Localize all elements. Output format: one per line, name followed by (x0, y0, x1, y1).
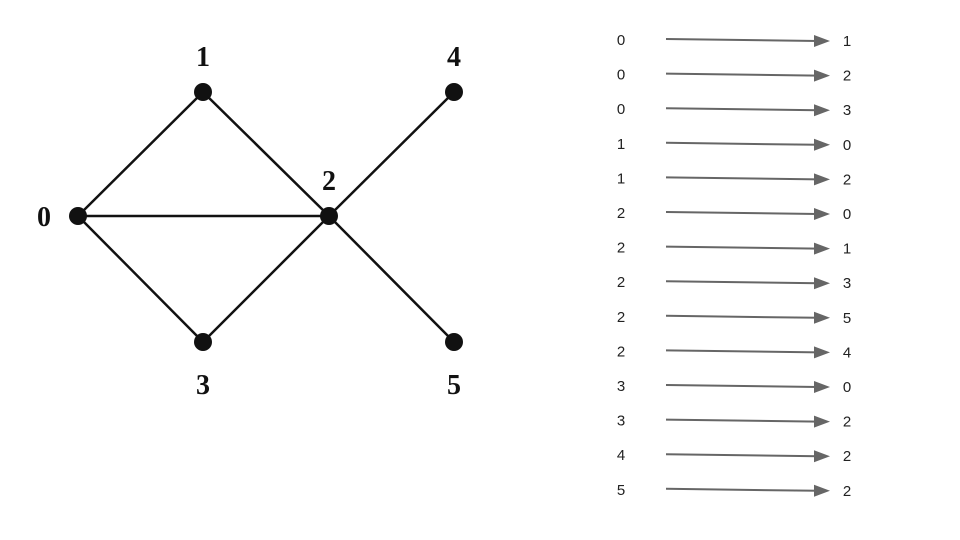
edge-list-arrow-line (665, 280, 819, 285)
edge-list-arrow-line (665, 141, 819, 146)
graph-nodes (69, 83, 463, 351)
edge-list-to: 1 (843, 241, 851, 258)
edge-list-from: 4 (617, 447, 625, 464)
edge-list-to: 2 (843, 68, 851, 85)
edge-list-arrow-head (814, 208, 830, 220)
edge-list-arrow-head (814, 69, 830, 82)
edge-list-from: 5 (617, 482, 625, 499)
graph-edge-2-3 (202, 215, 330, 343)
edge-list-to: 5 (843, 310, 851, 327)
edge-list-arrow-head (814, 104, 830, 117)
edge-list-arrow-line (665, 487, 819, 492)
graph-node-4 (445, 83, 463, 101)
edge-list-arrow-head (814, 415, 830, 428)
edge-list-to: 3 (843, 275, 851, 292)
edge-list-arrow-line (665, 38, 819, 42)
edge-list-from: 0 (617, 101, 625, 118)
edge-list-from: 2 (617, 240, 625, 257)
graph-edges (77, 91, 455, 343)
graph-node-0 (69, 207, 87, 225)
edge-list-from: 3 (617, 378, 625, 395)
edge-list-arrow-head (814, 311, 830, 324)
graph-edge-2-5 (328, 215, 455, 343)
graph-node-1 (194, 83, 212, 101)
edge-list-to: 2 (843, 448, 851, 465)
graph-edge-0-3 (77, 215, 204, 343)
edge-list-to: 1 (843, 33, 851, 50)
graph-node-label-1: 1 (196, 42, 210, 73)
edge-list-to: 2 (843, 171, 851, 188)
edge-list-from: 1 (617, 170, 625, 187)
edge-list-from: 2 (617, 309, 625, 326)
graph-node-label-3: 3 (196, 370, 210, 401)
edge-list-arrow-line (665, 314, 819, 319)
edge-list-arrow-line (665, 349, 819, 354)
edge-list-arrow-head (814, 277, 830, 290)
edge-list-arrow-head (814, 346, 830, 359)
edge-list-to: 2 (843, 483, 851, 500)
edge-list-from: 2 (617, 205, 625, 222)
edge-list-to: 0 (843, 379, 851, 396)
graph-edge-1-2 (202, 91, 330, 217)
edge-list-arrow-line (665, 245, 819, 250)
graph-node-5 (445, 333, 463, 351)
edge-list-from: 0 (617, 32, 625, 49)
graph-diagram: 0 1 2 3 4 5 (37, 42, 463, 401)
edge-list-arrow-line (665, 453, 819, 458)
edge-list-to: 2 (843, 414, 851, 431)
edge-list-from: 2 (617, 343, 625, 360)
graph-edge-2-4 (328, 91, 455, 217)
graph-node-label-0: 0 (37, 202, 51, 233)
edge-list-arrow-line (665, 211, 819, 215)
edge-list-arrow-line (665, 107, 819, 112)
graph-node-labels: 0 1 2 3 4 5 (37, 42, 461, 401)
edge-list-arrow-head (814, 35, 830, 47)
edge-list-from: 3 (617, 413, 625, 430)
edge-list-arrow-line (665, 176, 819, 181)
edge-list-arrow-head (814, 450, 830, 463)
graph-node-3 (194, 333, 212, 351)
edge-list-to: 0 (843, 206, 851, 223)
edge-list-arrow-head (814, 242, 830, 255)
edge-list-arrow-line (665, 384, 819, 388)
edge-list-arrow-head (814, 173, 830, 186)
edge-list-to: 3 (843, 102, 851, 119)
edge-list-arrow-line (665, 72, 819, 77)
graph-node-label-5: 5 (447, 370, 461, 401)
edge-list-arrow-head (814, 138, 830, 151)
edge-list-arrow-line (665, 418, 819, 423)
graph-edge-0-1 (77, 91, 204, 217)
edge-list-from: 0 (617, 67, 625, 84)
graph-node-label-4: 4 (447, 42, 461, 73)
edge-list-from: 1 (617, 136, 625, 153)
edge-list-to: 4 (843, 344, 851, 361)
graph-node-label-2: 2 (322, 166, 336, 197)
graph-node-2 (320, 207, 338, 225)
edge-list-arrow-head (814, 381, 830, 393)
edge-list-to: 0 (843, 137, 851, 154)
edge-list-from: 2 (617, 274, 625, 291)
edge-list-arrow-head (814, 484, 830, 497)
